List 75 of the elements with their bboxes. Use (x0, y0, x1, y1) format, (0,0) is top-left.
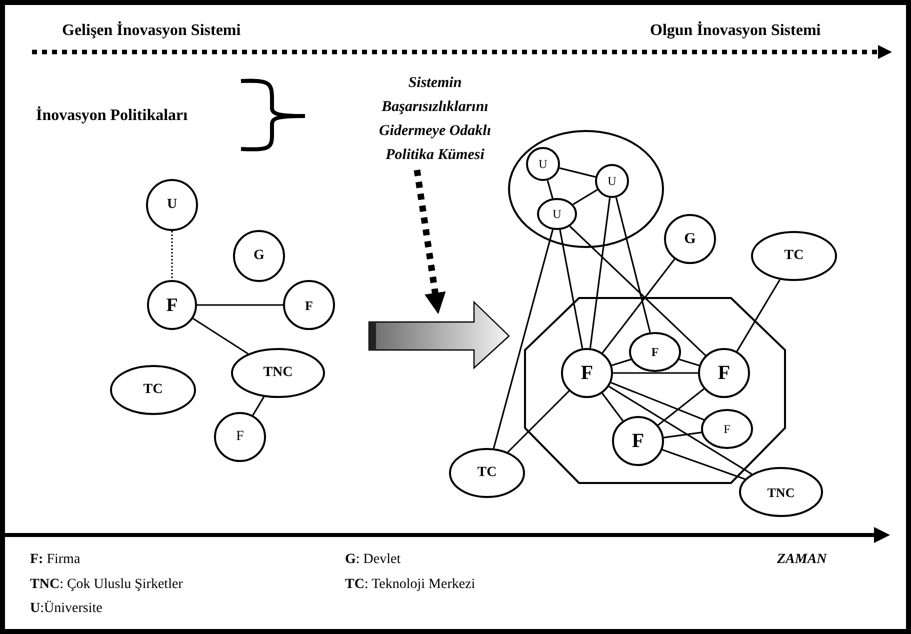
actor-ellipse (147, 280, 197, 330)
node-label: F (630, 429, 646, 454)
legend-text: G: Devlet (345, 552, 401, 568)
actor-ellipse (110, 365, 196, 415)
connector-line (197, 304, 283, 306)
connector-line (602, 392, 624, 422)
node-label: U (606, 173, 618, 190)
connector-line (192, 318, 248, 354)
node-label: F (580, 361, 594, 386)
axis-label: ZAMAN (777, 552, 827, 568)
connector-line (658, 388, 704, 426)
connector-line (559, 230, 584, 349)
node-label: F (716, 361, 732, 386)
legend-text: F: Firma (30, 552, 80, 568)
connector-line (252, 396, 265, 416)
connector-line (615, 197, 651, 333)
actor-ellipse (561, 348, 613, 398)
node-label: F (650, 344, 660, 361)
connector-line (608, 386, 752, 475)
node-label: U (552, 206, 562, 223)
connector-line (569, 226, 706, 356)
connector-line (602, 258, 676, 354)
node-label: G (252, 247, 266, 265)
group-ellipse (508, 130, 664, 248)
connector-line (546, 180, 554, 199)
connector-line (589, 198, 611, 348)
actor-ellipse (612, 416, 664, 466)
connector-line (507, 390, 570, 453)
connector-line (613, 372, 698, 374)
actor-ellipse (233, 230, 285, 282)
heading-text: Gelişen İnovasyon Sistemi (62, 22, 241, 40)
actor-ellipse (701, 409, 753, 449)
heading-text: İnovasyon Politikaları (36, 107, 188, 125)
connector-line (559, 167, 596, 178)
connector-line (610, 382, 704, 421)
group-octagon (525, 298, 785, 483)
actor-ellipse (595, 164, 629, 198)
actor-ellipse (739, 467, 823, 517)
legend-text: TNC: Çok Uluslu Şirketler (30, 577, 183, 593)
connector-line (492, 229, 554, 449)
connector-line (736, 279, 781, 352)
actor-ellipse (751, 231, 837, 281)
connector-line (678, 358, 700, 366)
node-label: TNC (766, 484, 796, 502)
connector-line (662, 448, 746, 480)
policy-text: Sistemin Başarısızlıklarını Gidermeye Odaklı Politika Kümesi (362, 71, 508, 167)
actor-ellipse (664, 214, 716, 264)
actor-ellipse (698, 348, 750, 398)
node-label: U (166, 196, 178, 214)
node-label: TC (142, 381, 164, 399)
legend-text: TC: Teknoloji Merkezi (345, 577, 476, 593)
legend-text: U:Üniversite (30, 601, 102, 617)
actor-ellipse (526, 147, 560, 181)
node-label: TC (783, 247, 805, 265)
connector-line (572, 189, 598, 206)
arrow (414, 170, 446, 314)
actor-ellipse (629, 332, 681, 372)
node-label: U (538, 156, 548, 173)
node-label: TNC (262, 364, 294, 382)
actor-ellipse (146, 179, 198, 231)
actor-ellipse (449, 448, 525, 498)
actor-ellipse (214, 412, 266, 462)
actor-ellipse (537, 198, 577, 230)
node-label: F (235, 428, 245, 446)
node-label: TC (476, 464, 498, 482)
heading-text: Olgun İnovasyon Sistemi (650, 22, 821, 40)
node-label: G (683, 230, 697, 248)
actor-ellipse (283, 280, 335, 330)
connector-line (171, 231, 173, 280)
node-label: F (165, 294, 179, 318)
node-label: F (304, 296, 314, 314)
actor-ellipse (231, 348, 325, 398)
node-label: F (722, 421, 732, 438)
connector-line (612, 358, 632, 366)
connector-line (664, 432, 702, 438)
